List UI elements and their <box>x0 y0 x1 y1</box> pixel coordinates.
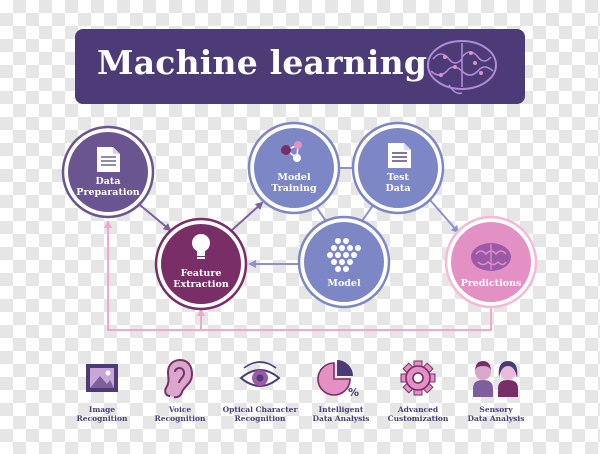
svg-text:%: % <box>348 386 359 399</box>
brain-icon <box>471 243 511 271</box>
node-label-data-preparation: Data Preparation <box>76 176 140 198</box>
network-icon <box>327 238 361 272</box>
node-model <box>297 215 391 309</box>
gear-icon <box>400 360 436 396</box>
node-test-data <box>351 121 445 215</box>
node-predictions <box>444 215 538 309</box>
document-icon <box>97 147 120 172</box>
node-label-model: Model <box>327 278 361 289</box>
application-image-recognition: Image Recognition <box>54 357 150 423</box>
feedback-loop-line <box>104 220 492 331</box>
arrow-test-to-predictions <box>429 199 460 234</box>
document-icon <box>388 143 411 168</box>
image-icon <box>86 364 118 392</box>
application-voice-recognition: Voice Recognition <box>132 357 228 423</box>
application-label: Image Recognition <box>76 405 128 423</box>
node-model-training <box>247 121 341 215</box>
eye-icon <box>239 361 281 387</box>
node-label-predictions: Predictions <box>460 278 522 289</box>
application-label: Optical Character Recognition <box>222 405 298 423</box>
arrow-feature-to-training <box>231 201 264 231</box>
pie-chart-icon: % <box>317 360 359 399</box>
title-banner: Machine learning <box>75 29 525 104</box>
node-label-test-data: Test Data <box>385 172 411 194</box>
application-ocr: Optical Character Recognition <box>212 357 308 423</box>
application-label: Intelligent Data Analysis <box>312 405 370 423</box>
application-intelligent-data-analysis: Intelligent Data Analysis <box>293 357 389 423</box>
application-advanced-customization: Advanced Customization <box>370 357 466 423</box>
application-label: Advanced Customization <box>387 405 449 423</box>
node-feature-extraction <box>154 217 248 311</box>
application-sensory-data-analysis: Sensory Data Analysis <box>448 357 544 423</box>
application-label: Voice Recognition <box>154 405 206 423</box>
node-label-feature-extraction: Feature Extraction <box>173 268 229 290</box>
people-icon <box>473 361 518 397</box>
page-title: Machine learning <box>97 43 428 82</box>
lightbulb-icon <box>192 234 210 259</box>
node-label-model-training: Model Training <box>271 172 317 194</box>
ear-icon <box>164 358 194 399</box>
arrow-data-to-feature <box>139 204 172 232</box>
molecule-icon <box>281 141 302 162</box>
node-data-preparation <box>61 125 155 219</box>
application-label: Sensory Data Analysis <box>467 405 525 423</box>
brain-icon <box>427 40 497 95</box>
